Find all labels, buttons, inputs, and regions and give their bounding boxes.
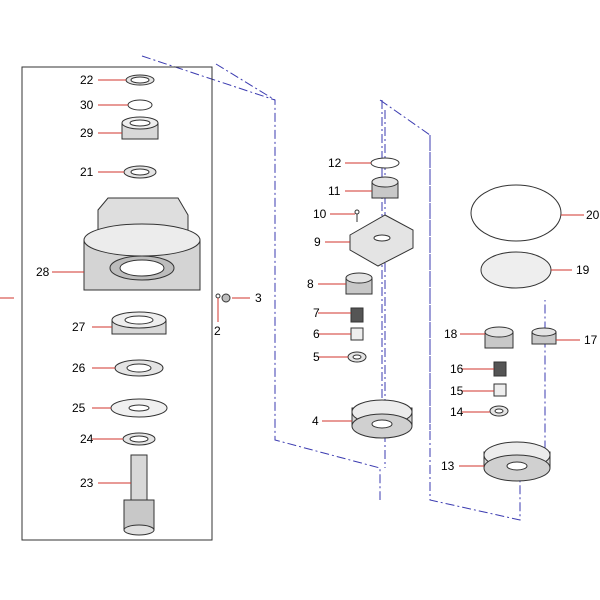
part-18-planet-gear [484,326,514,349]
part-30-snap-ring [127,99,153,111]
callouts: 22 30 29 21 28 3 2 27 26 25 24 23 12 11 … [36,73,600,490]
callout-10: 10 [313,207,327,221]
part-4-carrier-plate [351,399,413,439]
callout-13: 13 [441,459,455,473]
callout-22: 22 [80,73,94,87]
part-8-planet-gear [345,272,373,295]
callout-9: 9 [314,235,321,249]
part-27-bearing [111,311,167,335]
part-11-planet-gear [371,176,399,199]
part-22-ring [125,74,155,86]
callout-8: 8 [307,277,314,291]
part-23-pinion-shaft [123,454,155,536]
part-3-plug [221,293,231,303]
callout-2: 2 [214,324,221,338]
part-7-needle-bearing [350,307,364,323]
callout-18: 18 [444,327,458,341]
part-15-sleeve [493,383,507,397]
part-12-snap-ring [370,157,400,169]
part-9-carrier [349,214,414,267]
callout-5: 5 [313,350,320,364]
callout-12: 12 [328,156,342,170]
callout-21: 21 [80,165,94,179]
callout-11: 11 [328,184,341,198]
part-20-cover [470,184,562,242]
alignment-guides [141,55,546,521]
part-24-ring [122,432,156,446]
callout-15: 15 [450,384,464,398]
part-25-thrust-washer [110,398,168,418]
callout-6: 6 [313,327,320,341]
callout-20: 20 [586,208,600,222]
assembly-frame [21,66,213,541]
callout-17: 17 [584,333,598,347]
callout-26: 26 [72,361,86,375]
part-6-sleeve [350,327,364,341]
callout-19: 19 [576,263,590,277]
callout-16: 16 [450,362,464,376]
callout-7: 7 [313,306,320,320]
callout-27: 27 [72,320,86,334]
part-16-needle-bearing [493,361,507,377]
part-2-pin [215,293,221,299]
callout-30: 30 [80,98,94,112]
part-5-thrust-washer [347,351,367,363]
callout-28: 28 [36,265,50,279]
part-29-bearing [121,116,159,140]
part-21-seal [123,165,157,179]
part-10-pin [354,209,360,222]
leader-lines [52,79,584,484]
part-13-carrier-plate [483,441,551,482]
part-26-collar [114,359,164,377]
callout-3: 3 [255,291,262,305]
part-14-thrust-washer [489,405,509,417]
part-17-gear [531,327,557,345]
callout-24: 24 [80,432,94,446]
part-19-carrier [480,251,552,289]
callout-23: 23 [80,476,94,490]
callout-4: 4 [312,414,319,428]
callout-25: 25 [72,401,86,415]
part-28-housing [83,197,201,291]
callout-29: 29 [80,126,94,140]
callout-14: 14 [450,405,464,419]
